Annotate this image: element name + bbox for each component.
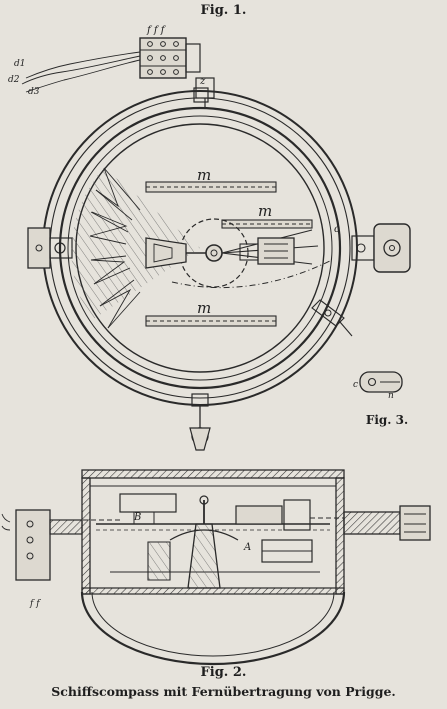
label-ring-z: z (199, 76, 206, 87)
gimbal-pivot-left (54, 242, 66, 254)
cable-wires (21, 51, 141, 93)
label-cable-d2: d2 (8, 75, 20, 85)
label-fig3-n: n (388, 391, 394, 401)
terminal-block-left (15, 509, 51, 581)
label-magnet-top: m (197, 166, 211, 184)
magnet-bar-bottom (145, 315, 277, 327)
label-section-a: A (243, 542, 251, 553)
terminal-block-top (139, 37, 215, 108)
label-cable-d3: d3 (28, 87, 40, 97)
terminal-block-right (343, 511, 401, 535)
label-section-b: B (133, 512, 141, 523)
fig2-caption: Fig. 2. (200, 665, 247, 680)
figure-2-section (1, 469, 431, 666)
magnet-bar-middle (221, 219, 313, 229)
label-magnet-bottom: m (197, 299, 211, 317)
magnet-bar-top (145, 181, 277, 193)
fig1-caption: Fig. 1. (200, 3, 247, 18)
chord-line (171, 259, 333, 289)
figure-3-detail (359, 371, 403, 393)
fig3-caption: Fig. 3. (365, 413, 409, 427)
figure-1-plan-view (21, 37, 411, 451)
label-section-ff: f f (29, 599, 41, 609)
pivot-pillar (187, 523, 221, 589)
main-caption: Schiffscompass mit Fernübertragung von P… (51, 684, 396, 699)
gimbal-bracket-left (27, 227, 51, 269)
label-top-wires: f f f (146, 25, 167, 36)
gimbal-bracket-right (351, 235, 375, 261)
label-fig3-c: c (353, 380, 358, 390)
compass-rose-sector (71, 167, 200, 329)
label-contact-c: c (334, 224, 340, 235)
label-cable-d1: d1 (14, 59, 26, 69)
gimbal-pivot-right (383, 239, 401, 257)
bowl-hemisphere (80, 591, 346, 666)
label-magnet-mid: m (258, 202, 272, 220)
